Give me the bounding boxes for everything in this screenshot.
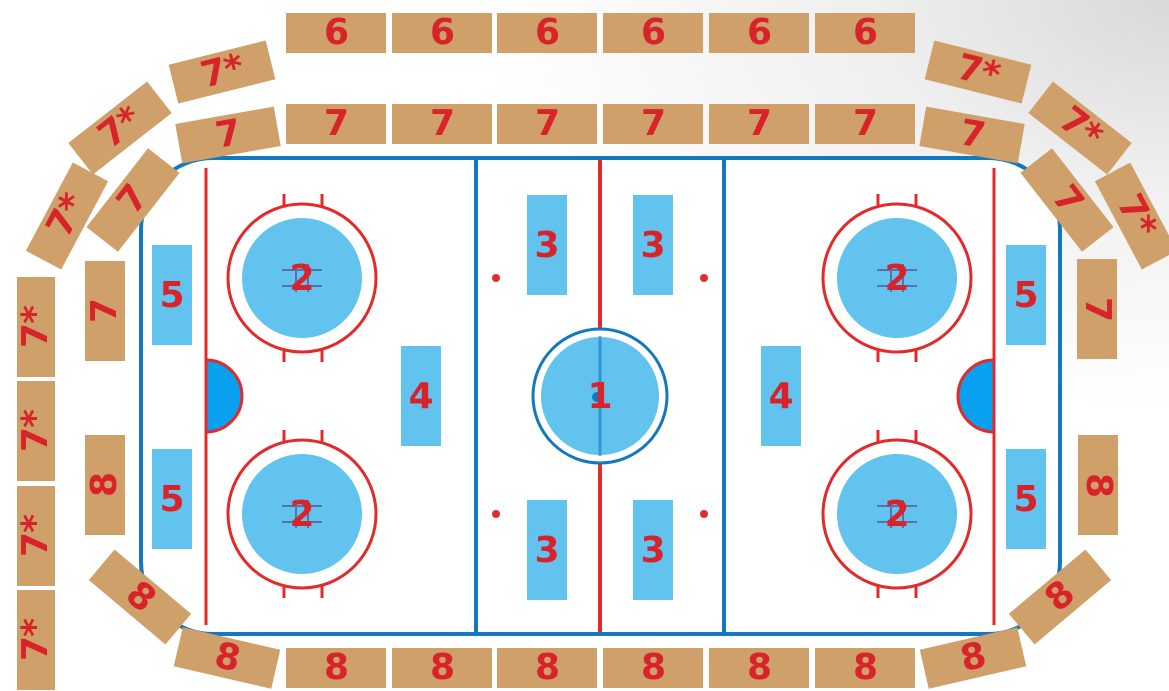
faceoff-dot	[700, 274, 708, 282]
section-6[interactable]: 6	[392, 13, 492, 53]
section-7-star[interactable]: 7*	[17, 381, 55, 481]
zone-5-right-bottom[interactable]: 5	[1006, 449, 1046, 549]
zone-3-right-bottom[interactable]: 3	[633, 500, 673, 600]
section-8[interactable]: 8	[709, 648, 809, 688]
center-dot	[592, 392, 602, 402]
section-7-star[interactable]: 7*	[17, 590, 55, 690]
section-7[interactable]: 7	[85, 261, 125, 361]
section-6[interactable]: 6	[815, 13, 915, 53]
section-7[interactable]: 7	[603, 104, 703, 144]
section-7-star[interactable]: 7*	[17, 486, 55, 586]
faceoff-dot	[492, 510, 500, 518]
faceoff-dot	[700, 510, 708, 518]
section-8[interactable]: 8	[1078, 435, 1118, 535]
section-8[interactable]: 8	[497, 648, 597, 688]
zone-4-right[interactable]: 4	[761, 346, 801, 446]
section-7[interactable]: 7	[497, 104, 597, 144]
section-7[interactable]: 7	[392, 104, 492, 144]
section-7[interactable]: 7	[1077, 259, 1117, 359]
zone-4-left[interactable]: 4	[401, 346, 441, 446]
section-7[interactable]: 7	[709, 104, 809, 144]
section-7[interactable]: 7	[815, 104, 915, 144]
zone-5-right-top[interactable]: 5	[1006, 245, 1046, 345]
section-6[interactable]: 6	[603, 13, 703, 53]
zone-3-left-bottom[interactable]: 3	[527, 500, 567, 600]
section-8[interactable]: 8	[815, 648, 915, 688]
section-6[interactable]: 6	[709, 13, 809, 53]
section-6[interactable]: 6	[286, 13, 386, 53]
section-8[interactable]: 8	[286, 648, 386, 688]
section-8[interactable]: 8	[603, 648, 703, 688]
zone-5-left-top[interactable]: 5	[152, 245, 192, 345]
section-7-star[interactable]: 7*	[17, 277, 55, 377]
section-7[interactable]: 7	[286, 104, 386, 144]
zone-5-left-bottom[interactable]: 5	[152, 449, 192, 549]
section-6[interactable]: 6	[497, 13, 597, 53]
section-8[interactable]: 8	[392, 648, 492, 688]
section-8[interactable]: 8	[85, 435, 125, 535]
zone-3-right-top[interactable]: 3	[633, 195, 673, 295]
faceoff-dot	[492, 274, 500, 282]
zone-3-left-top[interactable]: 3	[527, 195, 567, 295]
